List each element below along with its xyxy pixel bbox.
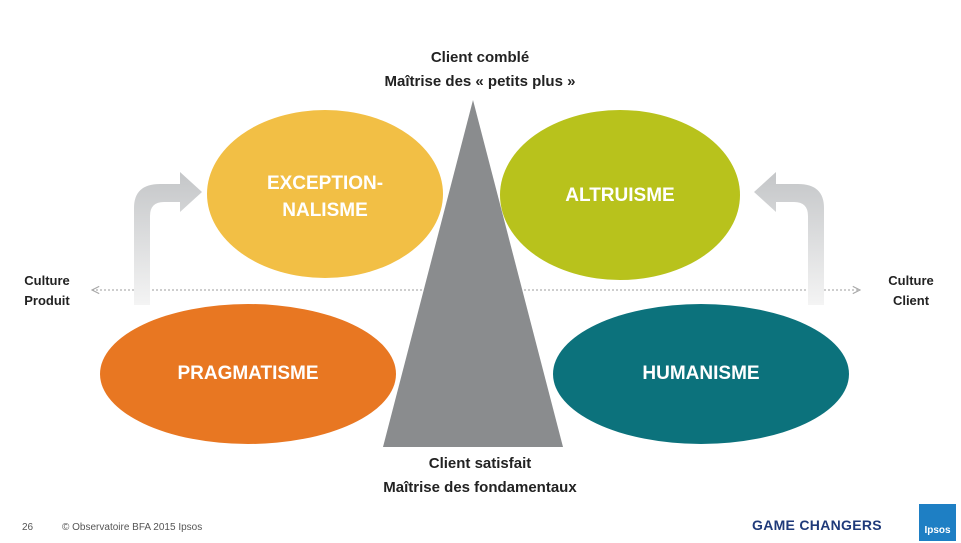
- humanisme-label: HUMANISME: [642, 363, 760, 384]
- altruisme-label: ALTRUISME: [565, 185, 675, 206]
- ellipse-exceptionnalisme: [207, 110, 443, 278]
- exceptionnalisme-line1: EXCEPTION-: [266, 173, 384, 194]
- game-changers-brand: GAME CHANGERS: [752, 517, 882, 533]
- right-bent-arrow: [754, 172, 824, 305]
- ellipse-altruisme: [500, 110, 740, 280]
- ipsos-logo-text: Ipsos: [924, 525, 951, 536]
- exceptionnalisme-line2: NALISME: [282, 200, 368, 221]
- bottom-caption-line2: Maîtrise des fondamentaux: [383, 479, 577, 496]
- bottom-caption-line1: Client satisfait: [428, 455, 532, 472]
- ipsos-logo: Ipsos: [919, 504, 956, 541]
- bottom-caption: Client satisfait Maîtrise des fondamenta…: [310, 452, 650, 500]
- left-bent-arrow: [134, 172, 202, 305]
- culture-produit-line2: Produit: [24, 293, 70, 308]
- culture-client-line1: Culture: [888, 273, 934, 288]
- culture-produit-label: Culture Produit: [14, 271, 80, 311]
- culture-client-line2: Client: [892, 293, 930, 308]
- pragmatisme-label: PRAGMATISME: [177, 363, 319, 384]
- top-caption: Client comblé Maîtrise des « petits plus…: [330, 46, 630, 94]
- ellipse-pragmatisme: [100, 304, 396, 444]
- top-caption-line2: Maîtrise des « petits plus »: [384, 73, 576, 90]
- top-caption-line1: Client comblé: [430, 49, 530, 66]
- page-number: 26: [22, 522, 34, 533]
- culture-client-label: Culture Client: [876, 271, 946, 311]
- central-triangle: [383, 100, 563, 447]
- culture-produit-line1: Culture: [24, 273, 70, 288]
- copyright-text: © Observatoire BFA 2015 Ipsos: [62, 522, 203, 533]
- ellipse-humanisme: [553, 304, 849, 444]
- exceptionnalisme-label: EXCEPTION- NALISME: [225, 170, 425, 224]
